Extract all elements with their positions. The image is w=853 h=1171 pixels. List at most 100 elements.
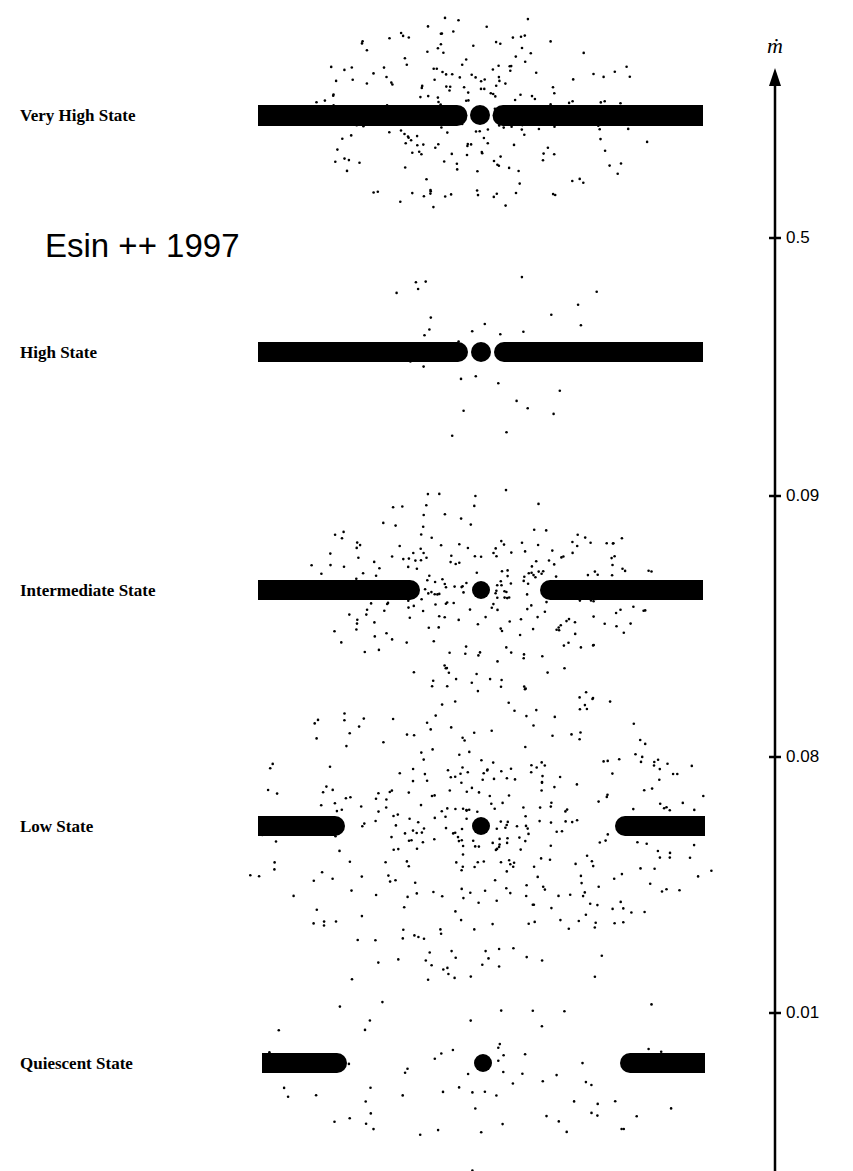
gas-dot (635, 1115, 638, 1118)
gas-dot (445, 827, 448, 830)
gas-dot (476, 810, 479, 813)
gas-dot (406, 860, 409, 863)
gas-dot (467, 91, 470, 94)
gas-dot (660, 1050, 663, 1053)
gas-dot (600, 101, 603, 104)
gas-dot (407, 135, 410, 138)
gas-dot (580, 882, 583, 885)
gas-dot (364, 651, 367, 654)
gas-dot (621, 567, 624, 570)
gas-dot (458, 562, 461, 565)
gas-dot (324, 99, 327, 102)
gas-dot (462, 845, 465, 848)
gas-dot (492, 93, 495, 96)
gas-dot (514, 99, 517, 102)
gas-dot (592, 615, 595, 618)
gas-dot (477, 690, 480, 693)
gas-dot (510, 768, 513, 771)
gas-dot (362, 572, 365, 575)
gas-dot (592, 644, 595, 647)
gas-dot (550, 907, 553, 910)
gas-dot (622, 907, 625, 910)
gas-dot (473, 505, 476, 508)
gas-dot (639, 867, 642, 870)
gas-dot (572, 78, 575, 81)
gas-dot (441, 32, 444, 35)
gas-dot (395, 292, 398, 295)
gas-dot (478, 845, 481, 848)
gas-dot (427, 25, 430, 28)
gas-dot (507, 821, 510, 824)
gas-dot (650, 570, 653, 573)
gas-dot (480, 759, 483, 762)
gas-dot (455, 678, 458, 681)
gas-dot (509, 892, 512, 895)
gas-dot (331, 789, 334, 792)
gas-dot (470, 975, 473, 978)
gas-dot (579, 708, 582, 711)
gas-dot (465, 818, 468, 821)
gas-dot (538, 128, 541, 131)
gas-dot (616, 173, 619, 176)
gas-dot (524, 815, 527, 818)
gas-dot (518, 836, 521, 839)
gas-dot (381, 1001, 384, 1004)
gas-dot (358, 161, 361, 164)
gas-dot (542, 152, 545, 155)
gas-dot (469, 891, 472, 894)
axis-tick (769, 1012, 781, 1015)
gas-dot (495, 1094, 498, 1097)
gas-dot (355, 628, 358, 631)
gas-dot (466, 790, 469, 793)
gas-dot (451, 435, 454, 438)
gas-dot (420, 153, 423, 156)
gas-dot (375, 798, 378, 801)
gas-dot (382, 741, 385, 744)
gas-dot (454, 700, 457, 703)
tick-value: 0.08 (786, 748, 819, 767)
gas-dot (462, 410, 465, 413)
gas-dot (413, 734, 416, 737)
gas-dot (602, 760, 605, 763)
state-label: Low State (20, 818, 93, 837)
gas-dot (483, 88, 486, 91)
gas-dot (497, 382, 500, 385)
gas-dot (672, 773, 675, 776)
gas-dot (506, 870, 509, 873)
gas-dot (621, 537, 624, 540)
disk-bar (258, 816, 345, 836)
gas-dot (484, 616, 487, 619)
gas-dot (458, 754, 461, 757)
gas-dot (527, 582, 530, 585)
gas-dot (522, 806, 525, 809)
gas-dot (378, 649, 381, 652)
gas-dot (496, 193, 499, 196)
gas-dot (385, 632, 388, 635)
gas-dot (498, 846, 501, 849)
gas-dot (522, 657, 525, 660)
gas-dot (426, 50, 429, 53)
gas-dot (431, 748, 434, 751)
gas-dot (553, 786, 556, 789)
gas-dot (405, 641, 408, 644)
gas-dot (460, 919, 463, 922)
gas-dot (629, 75, 632, 78)
gas-dot (406, 1068, 409, 1071)
gas-dot (355, 578, 358, 581)
gas-dot (624, 570, 627, 573)
gas-dot (505, 591, 508, 594)
gas-dot (546, 671, 549, 674)
gas-dot (445, 85, 448, 88)
gas-dot (606, 794, 609, 797)
gas-dot (495, 899, 498, 902)
gas-dot (636, 841, 639, 844)
gas-dot (504, 826, 507, 829)
gas-dot (645, 842, 648, 845)
gas-dot (517, 170, 520, 173)
gas-dot (372, 1128, 375, 1131)
gas-dot (372, 191, 375, 194)
gas-dot (385, 798, 388, 801)
gas-dot (604, 149, 607, 152)
tick-value: 0.09 (786, 487, 819, 506)
gas-dot (489, 795, 492, 798)
